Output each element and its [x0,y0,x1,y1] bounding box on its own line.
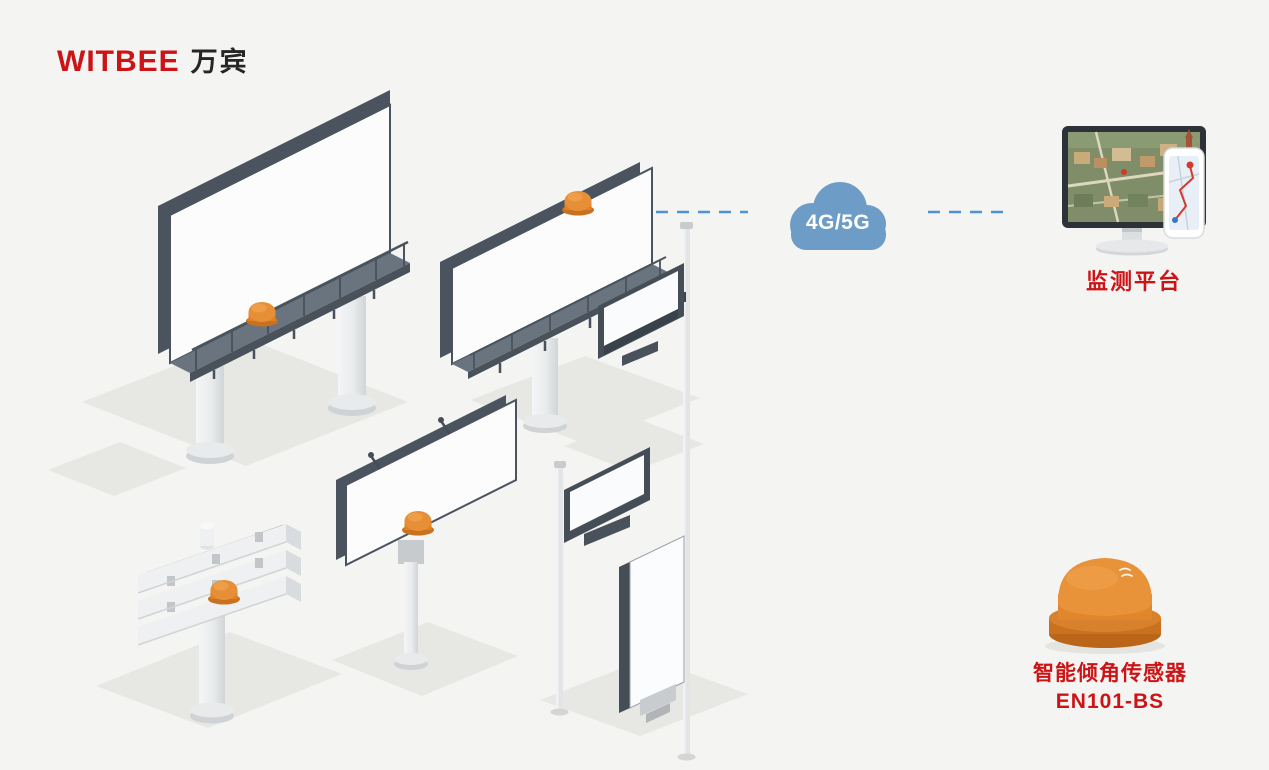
pole-screen-upper [598,222,696,761]
brand-wordmark-cn: 万宾 [190,47,249,77]
sensor-name: 智能倾角传感器 [1033,662,1187,685]
stacked-frame-sign [137,522,301,724]
brand-wordmark: WITBEE [57,45,180,78]
sensor-model: EN101-BS [1055,690,1165,713]
pole-screen-lower [550,447,650,716]
phone-icon [1163,147,1205,239]
cloud-label: 4G/5G [805,211,871,234]
billboard-single-pole [336,395,517,670]
cloud-icon [790,182,886,250]
billboard-large-double [158,90,410,464]
platform-label: 监测平台 [1085,269,1182,294]
sensor-device [1045,558,1165,654]
sensor-label: 智能倾角传感器 EN101-BS [1005,660,1215,716]
brand-logo: WITBEE 万宾 [57,40,249,79]
totem-lightbox [619,535,685,723]
